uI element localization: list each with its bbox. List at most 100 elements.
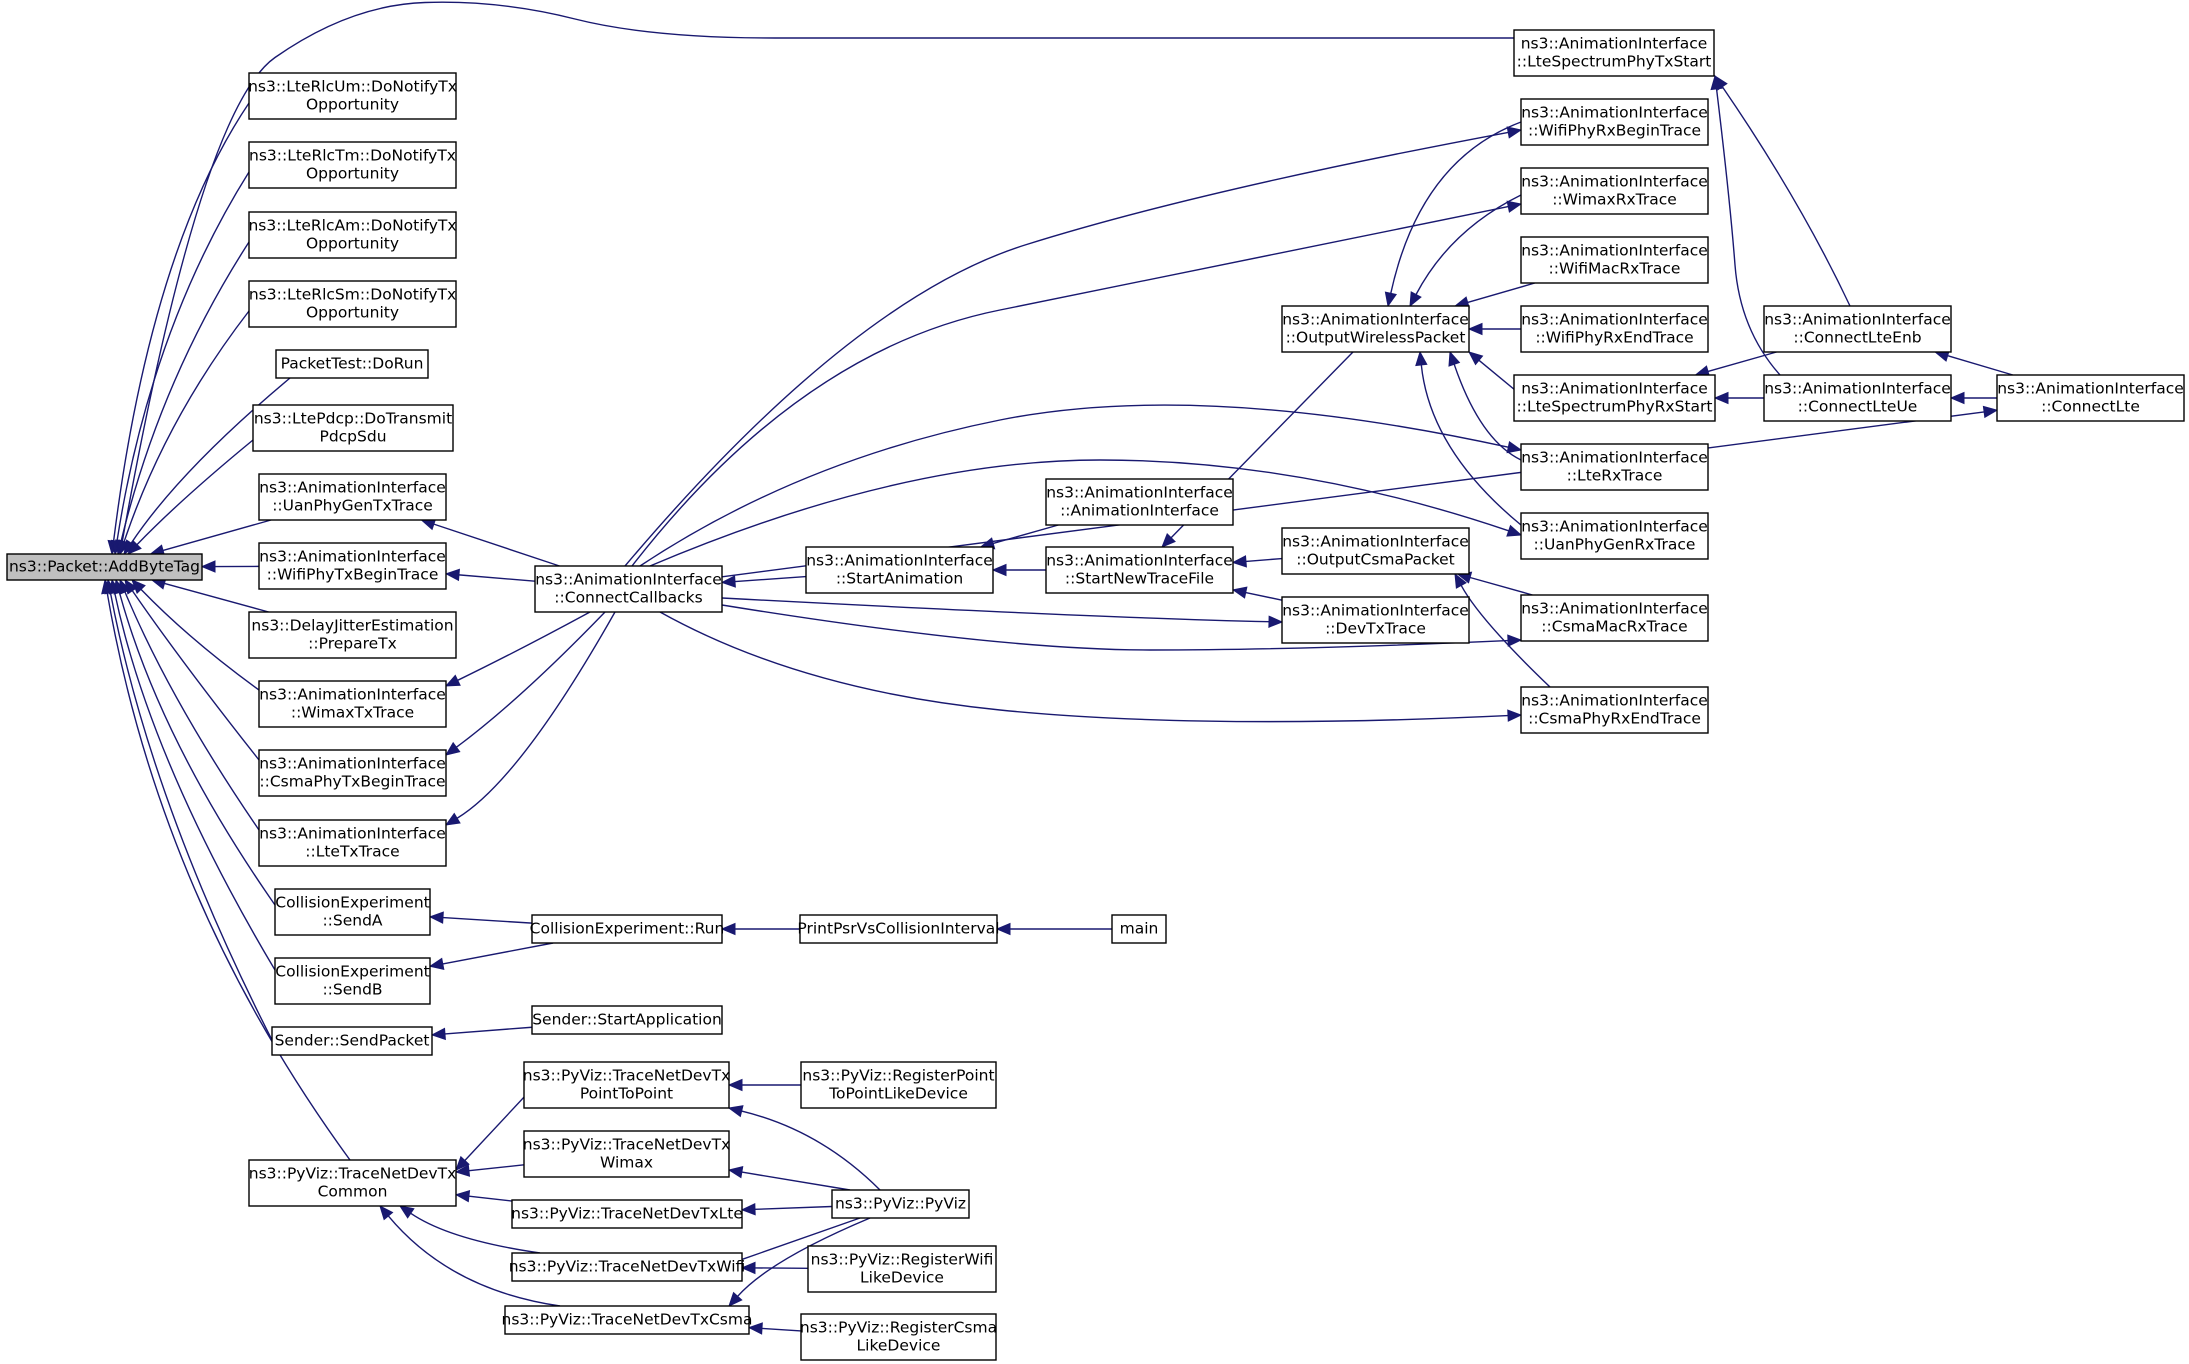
node-animctor[interactable]: ns3::AnimationInterface::AnimationInterf… (1045, 478, 1234, 526)
node-main[interactable]: main (1111, 914, 1167, 944)
node-collrun[interactable]: CollisionExperiment::Run (530, 914, 725, 944)
node-tracecsma[interactable]: ns3::PyViz::TraceNetDevTxCsma (502, 1305, 753, 1335)
node-csmamacrx[interactable]: ns3::AnimationInterface::CsmaMacRxTrace (1520, 594, 1709, 642)
node-pyviz[interactable]: ns3::PyViz::PyViz (831, 1189, 970, 1219)
node-packettest[interactable]: PacketTest::DoRun (275, 349, 429, 379)
node-label: ns3::PyViz::TraceNetDevTxCsma (502, 1311, 753, 1329)
node-ltespectx[interactable]: ns3::AnimationInterface::LteSpectrumPhyT… (1513, 29, 1715, 77)
node-label: ns3::AnimationInterface (1521, 104, 1708, 122)
node-ltetx[interactable]: ns3::AnimationInterface::LteTxTrace (258, 819, 447, 867)
node-label: ns3::LteRlcSm::DoNotifyTx (249, 286, 456, 304)
node-box (1281, 596, 1470, 644)
arrowhead-icon (1268, 615, 1284, 628)
node-label: ::LteTxTrace (305, 843, 399, 861)
edge-line (992, 524, 1059, 545)
edge-line (123, 310, 250, 542)
node-wimaxrx[interactable]: ns3::AnimationInterface::WimaxRxTrace (1520, 167, 1709, 215)
arrowhead-icon (1507, 634, 1523, 647)
node-label: ns3::AnimationInterface (1521, 449, 1708, 467)
edges-layer (101, 1, 2014, 1335)
node-wimaxtx[interactable]: ns3::AnimationInterface::WimaxTxTrace (258, 680, 447, 728)
node-sendB[interactable]: CollisionExperiment::SendB (274, 957, 431, 1005)
edge-line (734, 575, 807, 583)
node-wifiphyrxend[interactable]: ns3::AnimationInterface::WifiPhyRxEndTra… (1520, 305, 1709, 353)
node-box (531, 914, 723, 944)
arrowhead-icon (1506, 200, 1523, 213)
node-connectlte[interactable]: ns3::AnimationInterface::ConnectLte (1996, 374, 2185, 422)
edge-wifimacrx-to-outputwireless (1453, 282, 1536, 309)
node-delayjitter[interactable]: ns3::DelayJitterEstimation::PrepareTx (248, 611, 457, 659)
node-box (1520, 167, 1709, 215)
edge-csmaphyrxend-to-outputcsma (1454, 572, 1551, 688)
node-box (1996, 374, 2185, 422)
edge-ltetx-to-addbytetag (119, 578, 260, 831)
node-label: ns3::AnimationInterface (1997, 380, 2184, 398)
node-sendpacket[interactable]: Sender::SendPacket (271, 1026, 433, 1056)
node-devtx[interactable]: ns3::AnimationInterface::DevTxTrace (1281, 596, 1470, 644)
node-lterx[interactable]: ns3::AnimationInterface::LteRxTrace (1520, 443, 1709, 491)
node-label: ::CsmaPhyTxBeginTrace (259, 773, 445, 791)
edge-line (162, 519, 272, 552)
node-box (800, 1061, 997, 1109)
node-label: ns3::AnimationInterface (1521, 311, 1708, 329)
arrowhead-icon (454, 1164, 471, 1177)
node-connectlteenb[interactable]: ns3::AnimationInterface::ConnectLteEnb (1763, 305, 1952, 353)
arrowhead-icon (1713, 391, 1729, 405)
node-uanphygenrx[interactable]: ns3::AnimationInterface::UanPhyGenRxTrac… (1520, 512, 1709, 560)
node-connectlteue[interactable]: ns3::AnimationInterface::ConnectLteUe (1763, 374, 1952, 422)
edge-regcsma-to-tracecsma (747, 1322, 802, 1335)
node-printpsr[interactable]: PrintPsrVsCollisionInterval (797, 914, 1000, 944)
node-wifiphytxbegin[interactable]: ns3::AnimationInterface::WifiPhyTxBeginT… (258, 542, 447, 590)
node-label: ::WifiMacRxTrace (1549, 260, 1681, 278)
edge-line (1453, 364, 1522, 461)
node-ltespecrx[interactable]: ns3::AnimationInterface::LteSpectrumPhyR… (1513, 374, 1716, 422)
node-outputcsma[interactable]: ns3::AnimationInterface::OutputCsmaPacke… (1281, 527, 1470, 575)
node-startapp[interactable]: Sender::StartApplication (531, 1005, 723, 1035)
edge-line (1245, 591, 1283, 601)
node-startnewtrace[interactable]: ns3::AnimationInterface::StartNewTraceFi… (1045, 546, 1234, 594)
node-label: PrintPsrVsCollisionInterval (797, 920, 999, 938)
edge-line (468, 1195, 513, 1202)
edge-line (741, 1171, 851, 1191)
node-wifimacrx[interactable]: ns3::AnimationInterface::WifiMacRxTrace (1520, 236, 1709, 284)
nodes-layer: ns3::Packet::AddByteTag ns3::LteRlcUm::Do… (6, 29, 2185, 1361)
edge-line (1245, 557, 1283, 563)
node-addbytetag[interactable]: ns3::Packet::AddByteTag (6, 553, 203, 581)
node-box (1520, 594, 1709, 642)
node-label: ::LteRxTrace (1567, 467, 1663, 485)
node-box (1281, 527, 1470, 575)
edge-line (468, 1164, 525, 1172)
arrowhead-icon (1506, 524, 1523, 537)
node-startanimation[interactable]: ns3::AnimationInterface::StartAnimation (805, 546, 994, 594)
node-label: ::ConnectCallbacks (554, 589, 702, 607)
arrowhead-icon (1949, 391, 1965, 405)
node-outputwireless[interactable]: ns3::AnimationInterface::OutputWirelessP… (1281, 305, 1470, 353)
edge-regp2p-to-tracep2p (727, 1078, 801, 1092)
edge-tracewimax-to-tracecommon (454, 1164, 525, 1177)
node-csmaphyrxend[interactable]: ns3::AnimationInterface::CsmaPhyRxEndTra… (1520, 686, 1709, 734)
node-uanphygentx[interactable]: ns3::AnimationInterface::UanPhyGenTxTrac… (258, 473, 447, 521)
edge-line (1390, 121, 1522, 294)
node-box (534, 565, 723, 613)
arrowhead-icon (995, 922, 1011, 936)
node-sendA[interactable]: CollisionExperiment::SendA (274, 888, 431, 936)
node-regp2p[interactable]: ns3::PyViz::RegisterPointToPointLikeDevi… (800, 1061, 997, 1109)
node-tracelte[interactable]: ns3::PyViz::TraceNetDevTxLte (511, 1199, 743, 1229)
node-label: ns3::LteRlcUm::DoNotifyTx (248, 78, 457, 96)
node-tracewifi[interactable]: ns3::PyViz::TraceNetDevTxWifi (509, 1252, 746, 1282)
edge-line (442, 942, 554, 965)
node-connectcallbacks[interactable]: ns3::AnimationInterface::ConnectCallback… (534, 565, 723, 613)
node-label: ns3::AnimationInterface (1282, 311, 1469, 329)
node-wifiphyrxbegin[interactable]: ns3::AnimationInterface::WifiPhyRxBeginT… (1520, 98, 1709, 146)
node-csmaphytxbegin[interactable]: ns3::AnimationInterface::CsmaPhyTxBeginT… (258, 749, 447, 797)
